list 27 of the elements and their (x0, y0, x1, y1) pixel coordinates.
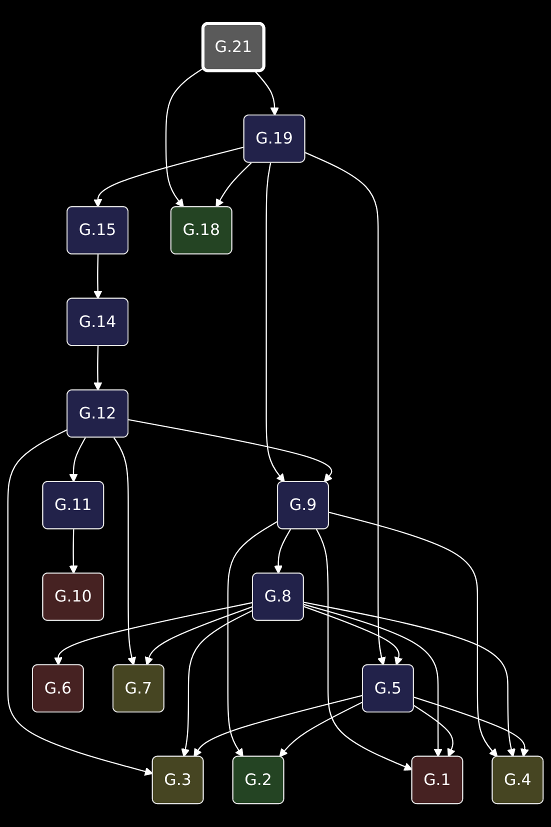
arrow (304, 152, 386, 666)
arrow (128, 419, 333, 482)
arrow (94, 254, 102, 300)
arrow (113, 437, 136, 666)
arrow (216, 162, 252, 208)
arrow (194, 694, 364, 758)
arrow (254, 70, 279, 116)
arrow (414, 696, 529, 758)
arrow (328, 512, 498, 758)
arrow (266, 162, 285, 482)
arrow (304, 602, 516, 758)
arrow (69, 529, 78, 574)
arrow (304, 606, 403, 666)
arrow (304, 604, 442, 758)
arrow (227, 520, 278, 758)
arrow (94, 346, 102, 391)
arrow (414, 705, 456, 758)
arrow (7, 429, 154, 776)
arrow (165, 68, 204, 208)
arrow (94, 146, 244, 208)
arrow (274, 528, 292, 574)
arrow (54, 602, 254, 666)
arrow (69, 437, 86, 482)
arrow (181, 610, 254, 758)
arrow (279, 701, 364, 758)
arrow (144, 606, 254, 666)
arrow (316, 528, 413, 771)
